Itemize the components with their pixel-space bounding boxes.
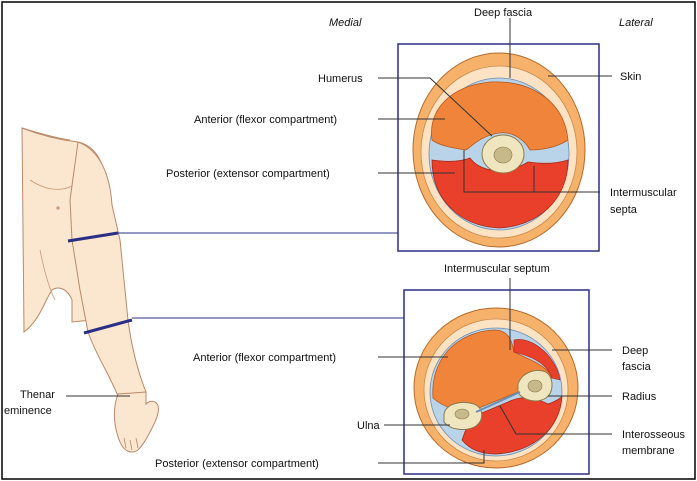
ulna-label: Ulna <box>357 420 381 432</box>
forearm-deep-fascia-label-2: fascia <box>622 361 652 373</box>
forearm-deep-fascia-label-1: Deep <box>622 345 648 357</box>
ulna-marrow <box>455 409 469 419</box>
intermuscular-septa-label-1: Intermuscular <box>610 187 677 199</box>
thenar-label-1: Thenar <box>20 389 55 401</box>
radius-marrow <box>528 380 542 392</box>
upper-deep-fascia-label: Deep fascia <box>474 7 533 19</box>
upper-anterior-label: Anterior (flexor compartment) <box>194 114 337 126</box>
forearm-posterior-label: Posterior (extensor compartment) <box>155 458 319 470</box>
forearm-section <box>404 290 589 474</box>
forearm-anterior-label: Anterior (flexor compartment) <box>193 352 336 364</box>
radius-label: Radius <box>622 391 657 403</box>
intermuscular-septum-label: Intermuscular septum <box>444 263 550 275</box>
forearm <box>88 320 146 396</box>
interosseous-label-2: membrane <box>622 445 675 457</box>
interosseous-label-1: Interosseous <box>622 429 685 441</box>
humerus-marrow <box>494 147 512 163</box>
upper-posterior-label: Posterior (extensor compartment) <box>166 168 330 180</box>
humerus-label: Humerus <box>318 73 363 85</box>
hand <box>114 392 158 452</box>
skin-label: Skin <box>620 71 641 83</box>
thenar-label-2: eminence <box>4 405 52 417</box>
nipple <box>56 206 59 209</box>
intermuscular-septa-label-2: septa <box>610 204 638 216</box>
lateral-header: Lateral <box>619 17 653 29</box>
upper-arm-section <box>398 44 600 251</box>
medial-header: Medial <box>329 17 362 29</box>
